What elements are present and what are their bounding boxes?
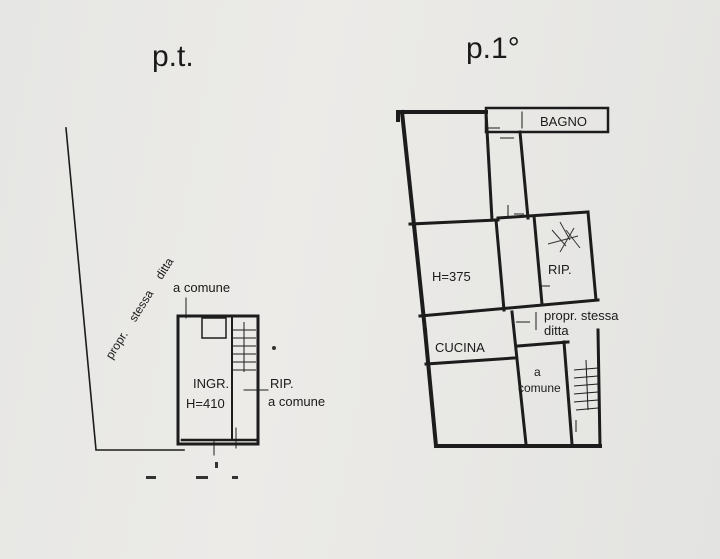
ground-floor-title: p.t. bbox=[152, 40, 194, 73]
side-note-line1: propr. bbox=[103, 328, 131, 361]
wall-h1 bbox=[408, 218, 500, 226]
first-outer-right-lower bbox=[596, 328, 602, 448]
wall-v7 bbox=[562, 340, 574, 446]
first-outer-left-lower bbox=[422, 327, 439, 449]
bathroom-label: BAGNO bbox=[540, 114, 587, 129]
rip-label: RIP. bbox=[270, 376, 294, 391]
wall-h4 bbox=[424, 356, 516, 366]
ground-stair-head bbox=[201, 317, 227, 339]
first-floor-plan: p.1° BAGNO bbox=[396, 32, 619, 449]
first-stairs bbox=[573, 359, 599, 411]
first-propr-line1: propr. stessa bbox=[544, 308, 619, 323]
comune-line2: comune bbox=[518, 381, 561, 395]
scan-smudges bbox=[146, 346, 276, 479]
ground-building-outline bbox=[176, 314, 260, 446]
wall-v5 bbox=[586, 210, 598, 302]
rip-note: a comune bbox=[268, 394, 325, 409]
first-floor-title: p.1° bbox=[466, 32, 520, 65]
wall-h3 bbox=[418, 298, 600, 318]
first-outer-left-middle bbox=[411, 222, 428, 333]
ground-stairs bbox=[232, 322, 256, 372]
wall-v2 bbox=[518, 130, 530, 220]
room-height: H=410 bbox=[186, 396, 225, 411]
wall-v6 bbox=[510, 310, 528, 446]
side-note: propr. stessa ditta bbox=[103, 255, 177, 362]
side-note-line2: stessa bbox=[126, 287, 156, 324]
first-outer-top bbox=[396, 110, 488, 122]
wall-h2 bbox=[496, 210, 590, 220]
kitchen-label: CUCINA bbox=[435, 340, 485, 355]
first-propr-line2: ditta bbox=[544, 323, 569, 338]
rip-sketch-mark bbox=[547, 221, 581, 253]
comune-line1: a bbox=[534, 365, 541, 379]
ground-floor-plan: p.t. propr. stessa ditta a comune INGR. bbox=[65, 40, 325, 479]
top-note: a comune bbox=[173, 280, 230, 295]
first-room-height: H=375 bbox=[432, 269, 471, 284]
room-name: INGR. bbox=[193, 376, 229, 391]
side-note-line3: ditta bbox=[152, 255, 176, 282]
property-boundary bbox=[65, 127, 185, 451]
wall-v1 bbox=[484, 110, 494, 222]
wall-v4 bbox=[532, 214, 544, 306]
first-rip-label: RIP. bbox=[548, 262, 572, 277]
wall-h5 bbox=[516, 340, 570, 348]
wall-ticks bbox=[488, 127, 577, 432]
wall-v3 bbox=[494, 218, 506, 312]
first-outer-left-upper bbox=[399, 109, 417, 228]
